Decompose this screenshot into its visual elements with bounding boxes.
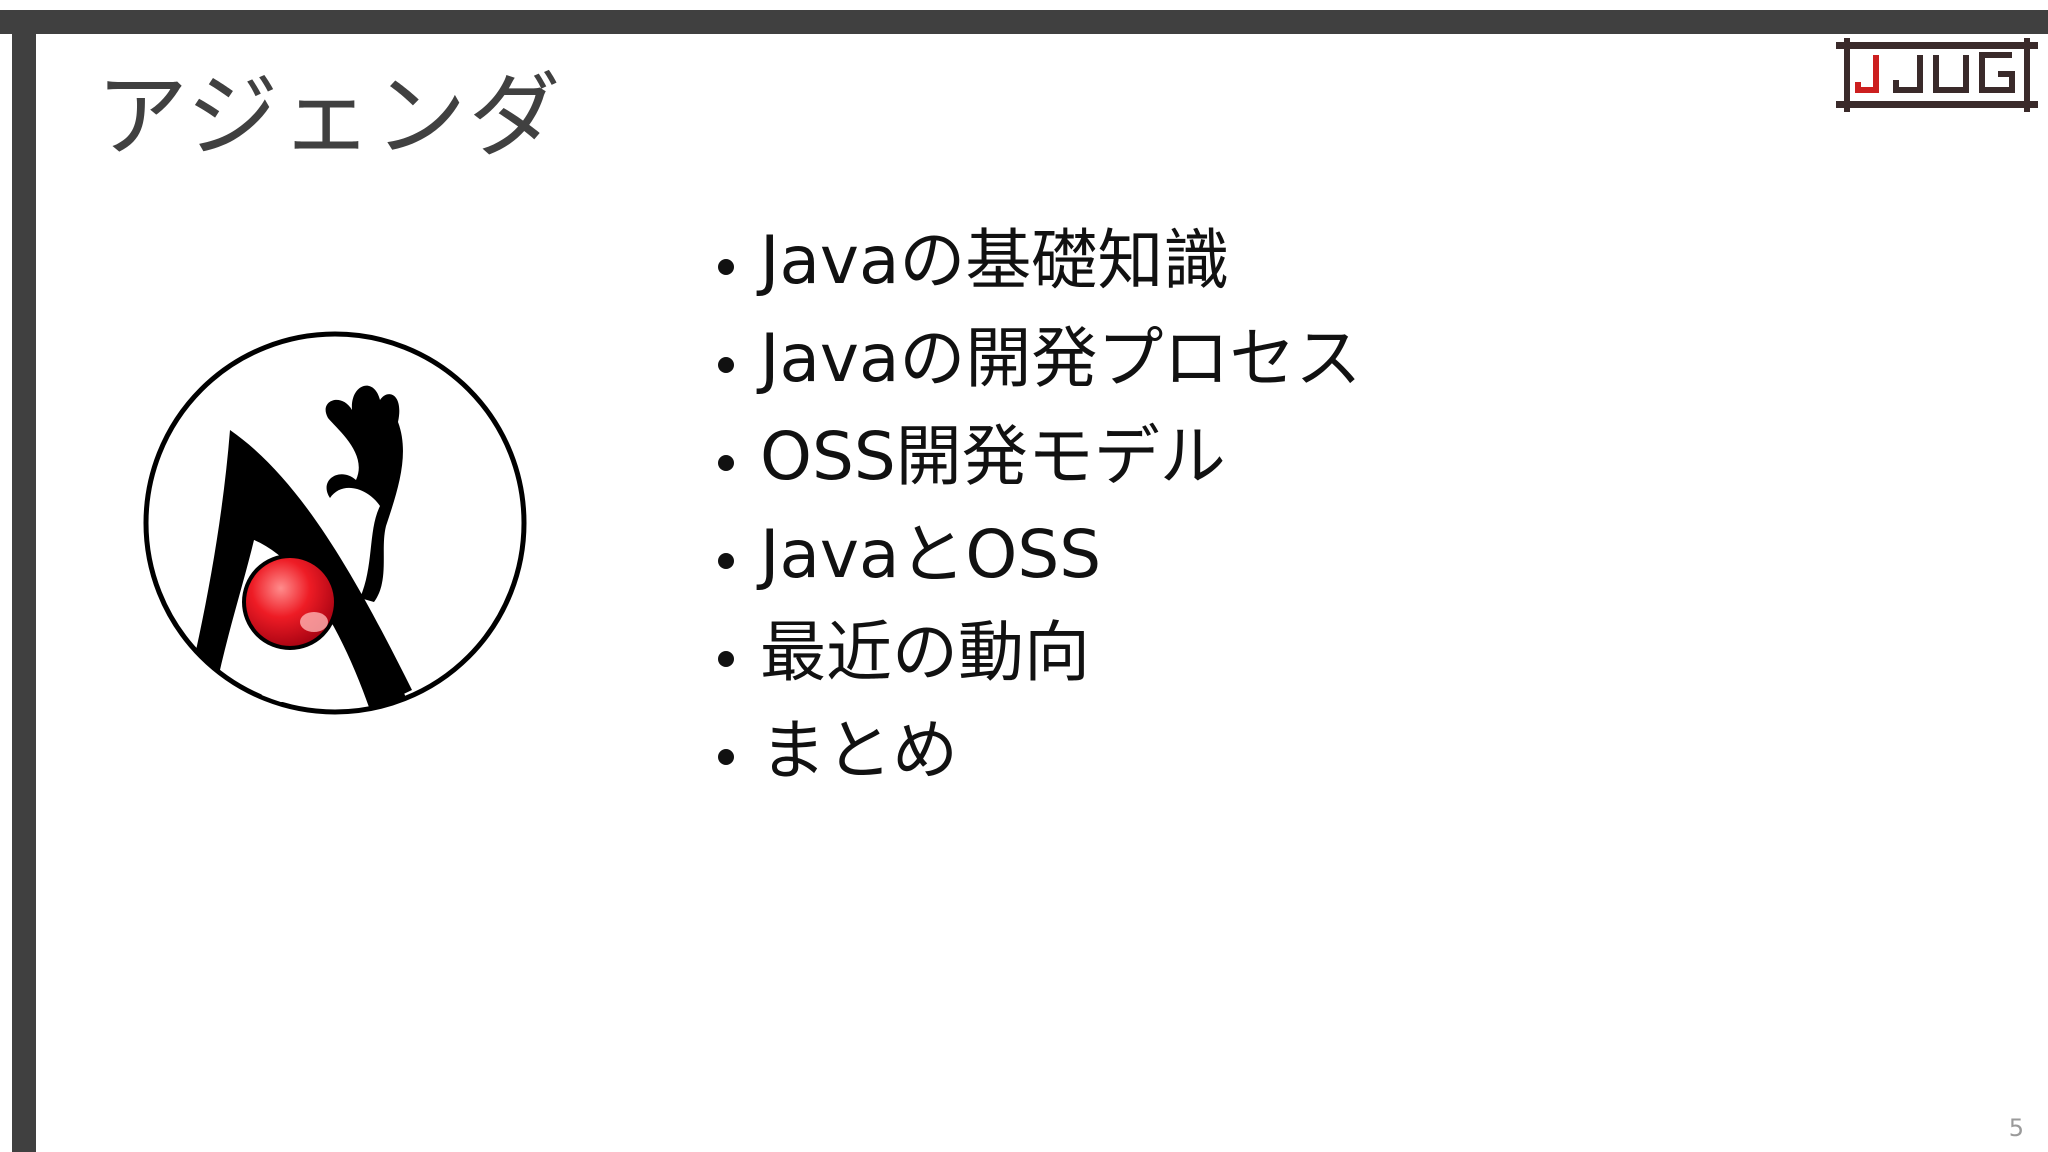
agenda-item: JavaとOSS [712, 506, 1361, 604]
bullet-icon [718, 357, 734, 373]
agenda-item-label: 最近の動向 [760, 614, 1090, 691]
duke-mascot-image [143, 331, 527, 715]
agenda-item-label: まとめ [760, 712, 958, 789]
agenda-item-label: JavaとOSS [760, 516, 1102, 593]
page-number: 5 [2008, 1114, 2024, 1142]
bullet-icon [718, 651, 734, 667]
bullet-icon [718, 553, 734, 569]
agenda-item: 最近の動向 [712, 604, 1361, 702]
agenda-item: Javaの基礎知識 [712, 212, 1361, 310]
frame-top-bar [0, 10, 2048, 34]
slide-title: アジェンダ [96, 63, 563, 170]
bullet-icon [718, 455, 734, 471]
agenda-item: まとめ [712, 702, 1361, 800]
agenda-list: Javaの基礎知識 Javaの開発プロセス OSS開発モデル JavaとOSS … [712, 212, 1361, 800]
agenda-item: Javaの開発プロセス [712, 310, 1361, 408]
agenda-item: OSS開発モデル [712, 408, 1361, 506]
frame-left-bar [12, 10, 36, 1152]
bullet-icon [718, 749, 734, 765]
bullet-icon [718, 259, 734, 275]
agenda-item-label: OSS開発モデル [760, 418, 1226, 495]
agenda-item-label: Javaの開発プロセス [760, 320, 1362, 397]
jjug-logo [1836, 38, 2038, 112]
agenda-item-label: Javaの基礎知識 [760, 222, 1230, 299]
